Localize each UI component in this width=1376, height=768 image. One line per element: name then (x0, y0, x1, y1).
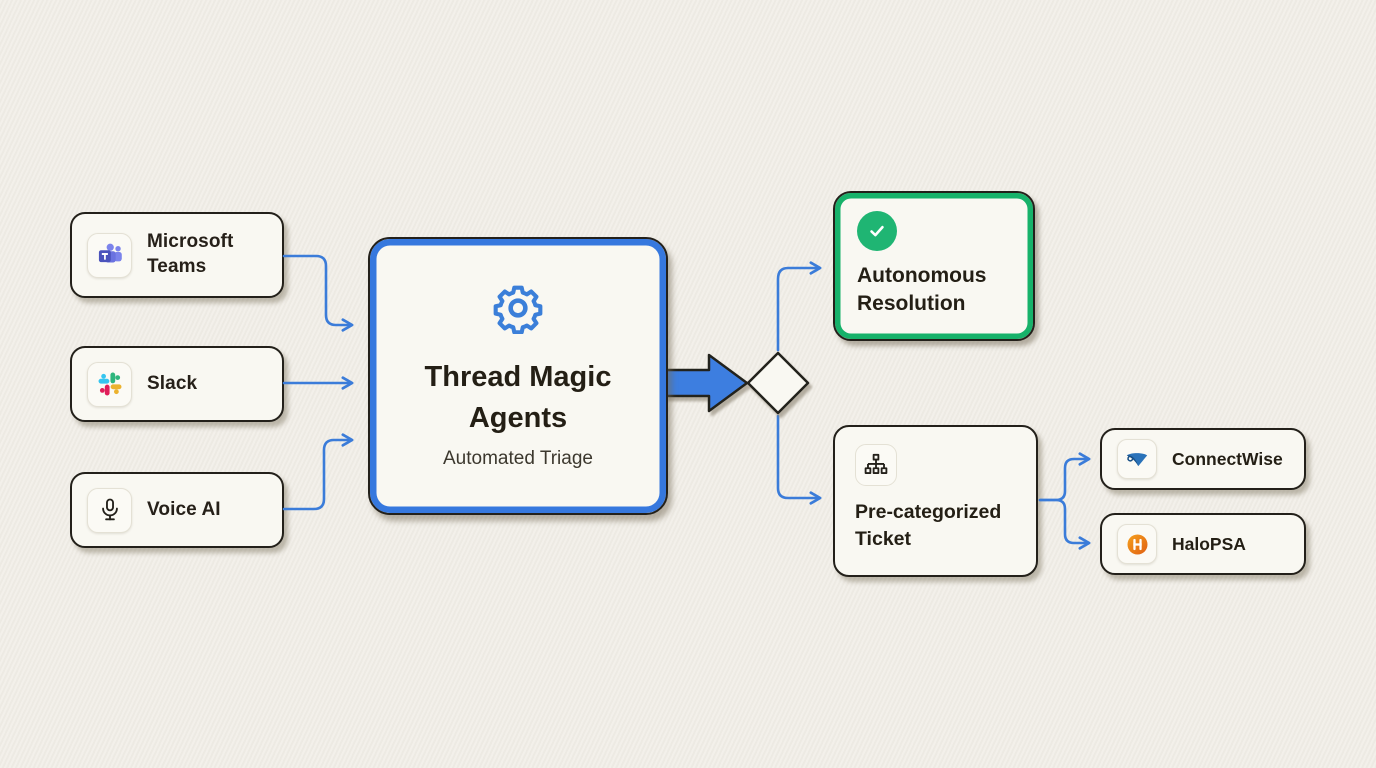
connector-ticket-to-connectwise (1038, 452, 1091, 502)
node-voice-ai: Voice AI (70, 472, 284, 548)
node-label: Slack (147, 372, 198, 394)
connector-teams-to-agent (282, 254, 354, 332)
node-connectwise: ConnectWise (1100, 428, 1306, 490)
sitemap-icon (855, 444, 897, 486)
node-autonomous-resolution: Autonomous Resolution (833, 191, 1035, 341)
halopsa-icon (1117, 524, 1157, 564)
node-label: Voice AI (147, 498, 221, 520)
node-thread-magic-agents: Thread Magic Agents Automated Triage (368, 237, 668, 515)
decision-diamond (746, 351, 810, 415)
microsoft-teams-icon (87, 232, 132, 278)
gear-icon (492, 282, 544, 339)
node-label: HaloPSA (1172, 533, 1246, 554)
connectwise-icon (1117, 439, 1157, 479)
node-label: Microsoft Teams (147, 231, 234, 277)
connector-decision-to-ticket (776, 414, 822, 505)
check-icon (857, 211, 897, 251)
node-label: Autonomous Resolution (857, 264, 987, 316)
connector-voice-to-agent (282, 433, 354, 511)
node-label: Pre-categorized Ticket (855, 501, 1002, 551)
agent-subtitle: Automated Triage (443, 447, 593, 469)
node-microsoft-teams: Microsoft Teams (70, 212, 284, 298)
microphone-icon (87, 487, 132, 533)
node-label: ConnectWise (1172, 448, 1283, 469)
node-pre-categorized-ticket: Pre-categorized Ticket (833, 425, 1038, 577)
slack-icon (87, 361, 132, 407)
agent-title: Thread Magic Agents (424, 361, 612, 434)
node-halopsa: HaloPSA (1100, 513, 1306, 575)
block-arrow (664, 353, 749, 413)
node-slack: Slack (70, 346, 284, 422)
connector-decision-to-resolution (776, 261, 822, 352)
connector-ticket-to-halopsa (1038, 498, 1091, 550)
